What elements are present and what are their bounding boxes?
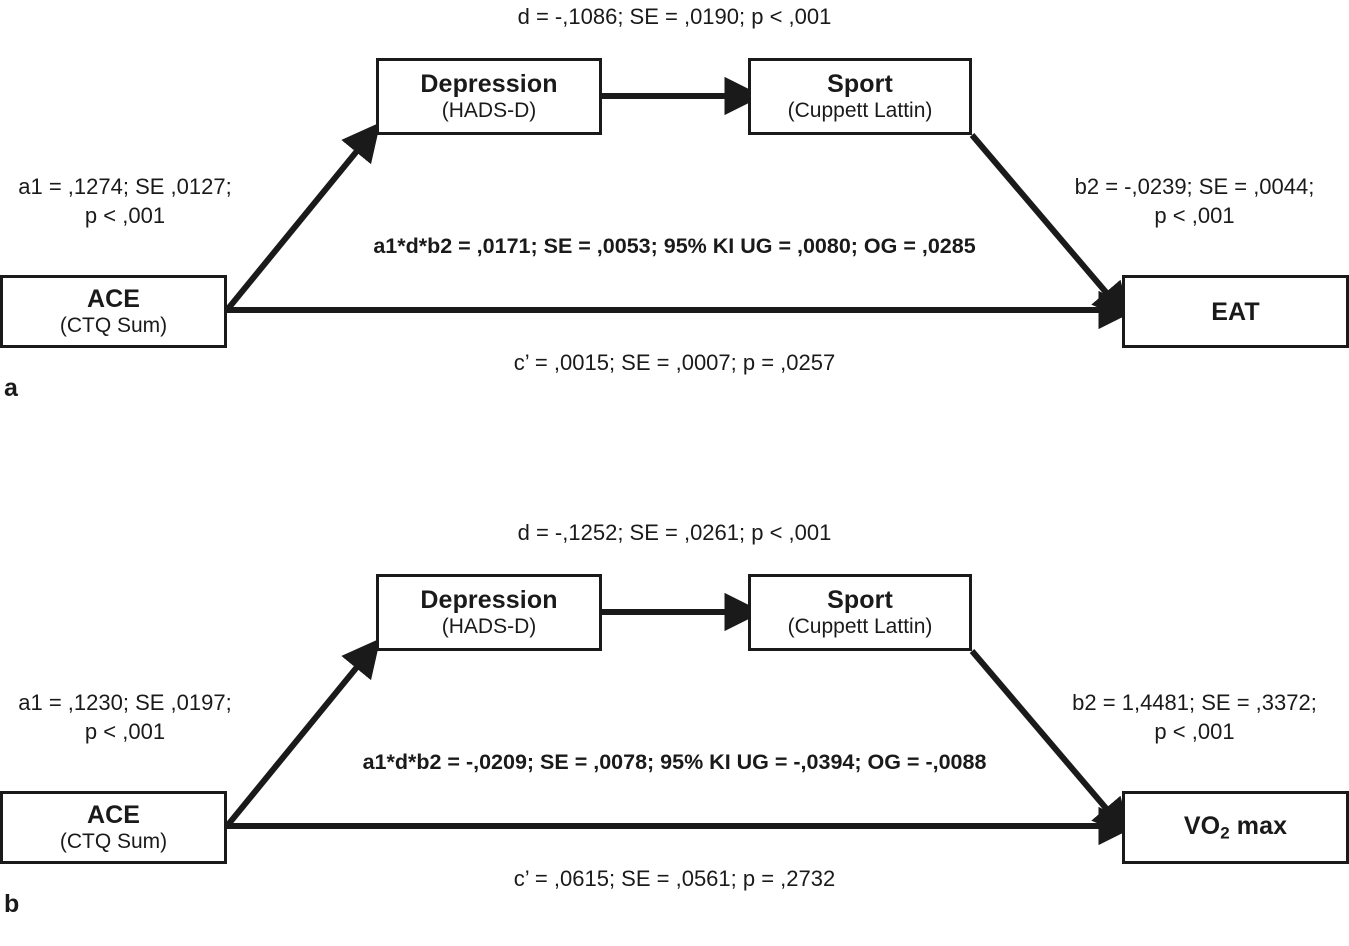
arrow-sport-to-outcome [969,133,1131,322]
label-direct-effect: c’ = ,0615; SE = ,0561; p = ,2732 [513,866,836,891]
label-path-b2-line1: b2 = 1,4481; SE = ,3372; [1072,690,1317,715]
node-sport-subtitle: (Cuppett Lattin) [787,615,933,639]
node-sport: Sport (Cuppett Lattin) [748,58,972,135]
node-depression-subtitle: (HADS-D) [441,99,537,123]
node-depression-subtitle: (HADS-D) [441,615,537,639]
node-ace-subtitle: (CTQ Sum) [59,830,168,854]
node-depression: Depression (HADS-D) [376,58,602,135]
label-direct-effect: c’ = ,0015; SE = ,0007; p = ,0257 [513,350,836,375]
node-depression-title: Depression [420,70,558,99]
label-path-b2-line1: b2 = -,0239; SE = ,0044; [1074,174,1315,199]
label-path-b2: b2 = 1,4481; SE = ,3372; p < ,001 [1040,688,1349,746]
label-indirect-effect: a1*d*b2 = ,0171; SE = ,0053; 95% KI UG =… [373,234,976,258]
panel-letter-b: b [4,890,20,918]
label-path-b2-line2: p < ,001 [1154,719,1235,745]
panel-letter-a: a [4,374,18,402]
arrow-ace-to-depression [224,122,381,312]
node-sport-title: Sport [827,586,893,615]
node-sport-subtitle: (Cuppett Lattin) [787,99,933,123]
path-arrows-panel-a [224,76,1137,330]
node-ace: ACE (CTQ Sum) [0,275,227,348]
node-depression-title: Depression [420,586,558,615]
node-ace-title: ACE [86,801,141,830]
node-ace-subtitle: (CTQ Sum) [59,314,168,338]
label-path-b2: b2 = -,0239; SE = ,0044; p < ,001 [1040,172,1349,230]
panel-b: Depression (HADS-D) Sport (Cuppett Latti… [0,516,1349,946]
arrow-sport-to-outcome [969,649,1131,838]
label-path-b2-line2: p < ,001 [1154,203,1235,229]
label-indirect-effect: a1*d*b2 = -,0209; SE = ,0078; 95% KI UG … [362,750,987,774]
label-path-a1: a1 = ,1230; SE ,0197; p < ,001 [0,688,250,746]
label-path-a1-line1: a1 = ,1274; SE ,0127; [18,174,232,199]
node-outcome-eat-title: EAT [1211,297,1260,326]
label-path-a1-line2: p < ,001 [84,203,166,229]
arrow-ace-to-depression [224,638,381,828]
label-path-d: d = -,1252; SE = ,0261; p < ,001 [517,520,832,545]
label-path-a1-line1: a1 = ,1230; SE ,0197; [18,690,232,715]
node-outcome-vo2max-title: VO2 max [1183,812,1288,843]
label-path-a1-line2: p < ,001 [84,719,166,745]
node-outcome-eat: EAT [1122,275,1349,348]
path-arrows-panel-b [224,592,1137,846]
node-ace: ACE (CTQ Sum) [0,791,227,864]
label-path-d: d = -,1086; SE = ,0190; p < ,001 [517,4,832,29]
node-sport-title: Sport [827,70,893,99]
label-path-a1: a1 = ,1274; SE ,0127; p < ,001 [0,172,250,230]
node-depression: Depression (HADS-D) [376,574,602,651]
panel-a: Depression (HADS-D) Sport (Cuppett Latti… [0,0,1349,430]
node-ace-title: ACE [86,285,141,314]
node-outcome-vo2max: VO2 max [1122,791,1349,864]
node-sport: Sport (Cuppett Lattin) [748,574,972,651]
